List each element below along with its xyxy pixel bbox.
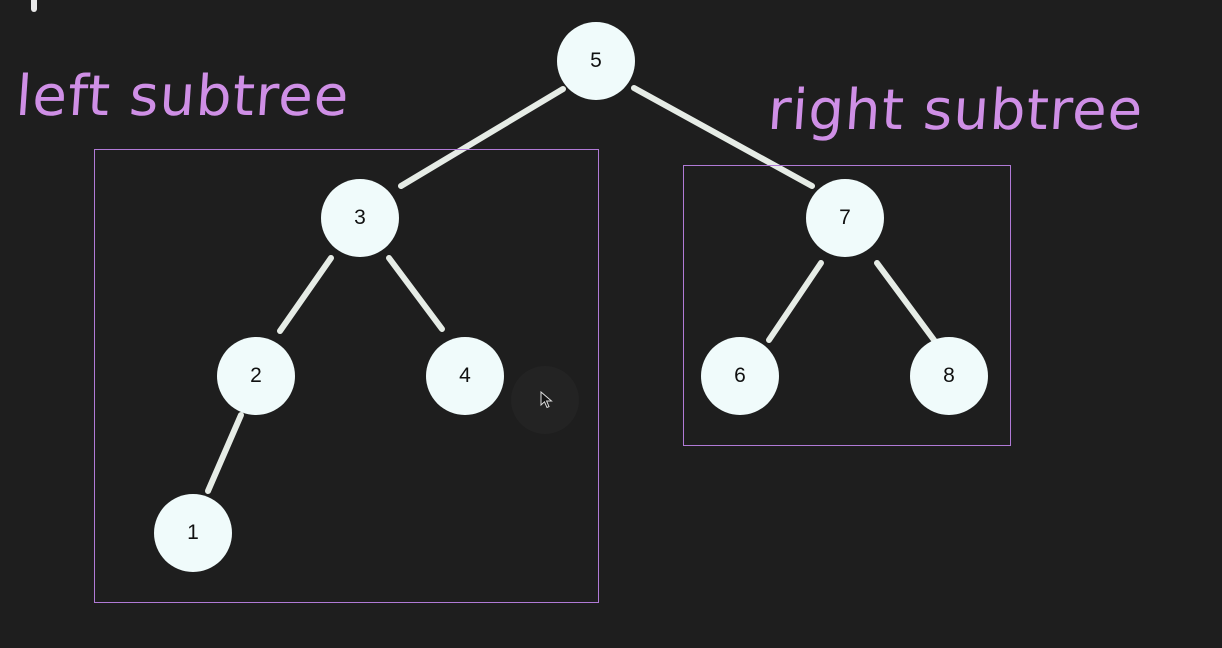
tree-node-6: 6 <box>701 337 779 415</box>
node-value: 5 <box>590 49 602 72</box>
node-value: 1 <box>187 521 199 544</box>
right-subtree-box <box>683 165 1011 446</box>
node-value: 7 <box>839 206 851 229</box>
left-subtree-label: left subtree <box>13 64 352 129</box>
tree-node-1: 1 <box>154 494 232 572</box>
edge-7-8 <box>874 260 937 343</box>
tree-node-root: 5 <box>557 22 635 100</box>
edge-7-6 <box>766 260 824 343</box>
edge-5-3 <box>398 86 566 189</box>
tree-node-3: 3 <box>321 179 399 257</box>
edge-3-4 <box>386 255 445 332</box>
right-subtree-label: right subtree <box>765 78 1146 143</box>
node-value: 6 <box>734 364 746 387</box>
edge-5-7 <box>631 85 815 189</box>
left-subtree-box <box>94 149 599 603</box>
tree-node-7: 7 <box>806 179 884 257</box>
edge-3-2 <box>277 255 334 334</box>
node-value: 2 <box>250 364 262 387</box>
tree-node-8: 8 <box>910 337 988 415</box>
cursor-caret-mark <box>31 0 37 12</box>
node-value: 8 <box>943 364 955 387</box>
edge-2-1 <box>205 412 244 494</box>
node-value: 4 <box>459 364 471 387</box>
node-value: 3 <box>354 206 366 229</box>
tree-node-4: 4 <box>426 337 504 415</box>
tree-node-2: 2 <box>217 337 295 415</box>
mouse-pointer-icon <box>540 391 553 409</box>
